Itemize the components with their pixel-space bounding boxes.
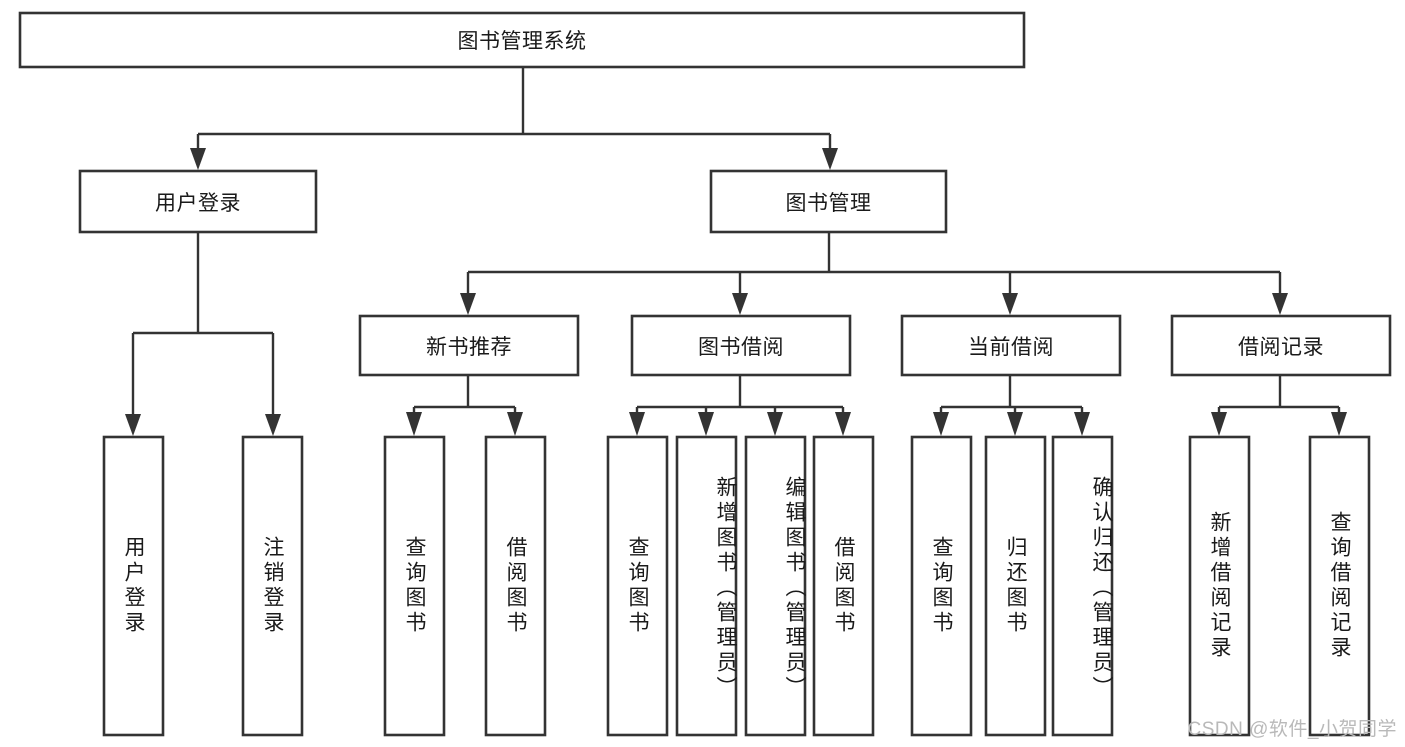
leaf-box-book-borrow-2[interactable] bbox=[744, 435, 807, 737]
edge-current-borrow-to-leaves bbox=[933, 375, 1090, 436]
leaf-box-current-borrow-1[interactable] bbox=[984, 435, 1047, 737]
edge-book-borrow-to-leaves bbox=[629, 375, 851, 436]
leaf-box-current-borrow-2[interactable] bbox=[1051, 435, 1114, 737]
node-box-user-login[interactable] bbox=[78, 169, 318, 234]
node-label-book-management: 图书管理 bbox=[785, 191, 872, 215]
leaf-label-borrow-record-1: 查询借阅记录 bbox=[1328, 511, 1351, 661]
edge-borrow-record-to-leaves bbox=[1211, 375, 1347, 436]
leaf-box-new-book-0[interactable] bbox=[383, 435, 446, 737]
edge-new-book-to-leaves bbox=[406, 375, 523, 436]
leaf-box-book-borrow-3[interactable] bbox=[812, 435, 875, 737]
leaf-label-new-book-0: 查询图书 bbox=[403, 536, 426, 636]
node-label-current-borrow: 当前借阅 bbox=[968, 335, 1054, 359]
leaf-label-current-borrow-0: 查询图书 bbox=[930, 536, 953, 636]
node-box-new-book-recommend[interactable] bbox=[358, 314, 580, 377]
leaf-box-borrow-record-0[interactable] bbox=[1188, 435, 1251, 737]
node-label-new-book-recommend: 新书推荐 bbox=[426, 335, 512, 359]
edge-root-to-level2 bbox=[190, 67, 838, 170]
leaf-box-new-book-1[interactable] bbox=[484, 435, 547, 737]
leaf-box-user-login-0[interactable] bbox=[102, 435, 165, 737]
leaf-box-current-borrow-0[interactable] bbox=[910, 435, 973, 737]
leaf-label-book-borrow-2: 编辑图书（管理员） bbox=[783, 476, 806, 701]
leaf-box-user-login-1[interactable] bbox=[241, 435, 304, 737]
leaf-label-book-borrow-1: 新增图书（管理员） bbox=[714, 476, 737, 701]
edge-book-management-to-level3 bbox=[460, 232, 1288, 315]
leaf-label-book-borrow-0: 查询图书 bbox=[626, 536, 649, 636]
leaf-label-book-borrow-3: 借阅图书 bbox=[832, 536, 855, 636]
leaf-label-user-login-1: 注销登录 bbox=[261, 536, 284, 636]
leaf-label-borrow-record-0: 新增借阅记录 bbox=[1208, 511, 1231, 661]
node-label-user-login: 用户登录 bbox=[155, 191, 241, 215]
leaf-box-book-borrow-1[interactable] bbox=[675, 435, 738, 737]
node-label-borrow-record: 借阅记录 bbox=[1238, 335, 1324, 359]
leaf-label-current-borrow-2: 确认归还（管理员） bbox=[1090, 476, 1113, 701]
leaf-label-user-login-0: 用户登录 bbox=[122, 536, 145, 636]
node-label-book-borrow: 图书借阅 bbox=[698, 335, 784, 359]
node-box-root[interactable] bbox=[18, 11, 1026, 69]
leaf-label-current-borrow-1: 归还图书 bbox=[1004, 536, 1027, 636]
edge-user-login-to-leaves bbox=[125, 232, 281, 436]
node-box-current-borrow[interactable] bbox=[900, 314, 1122, 377]
leaf-label-new-book-1: 借阅图书 bbox=[504, 536, 527, 636]
node-label-root: 图书管理系统 bbox=[457, 30, 587, 53]
leaf-box-book-borrow-0[interactable] bbox=[606, 435, 669, 737]
leaf-box-borrow-record-1[interactable] bbox=[1308, 435, 1371, 737]
